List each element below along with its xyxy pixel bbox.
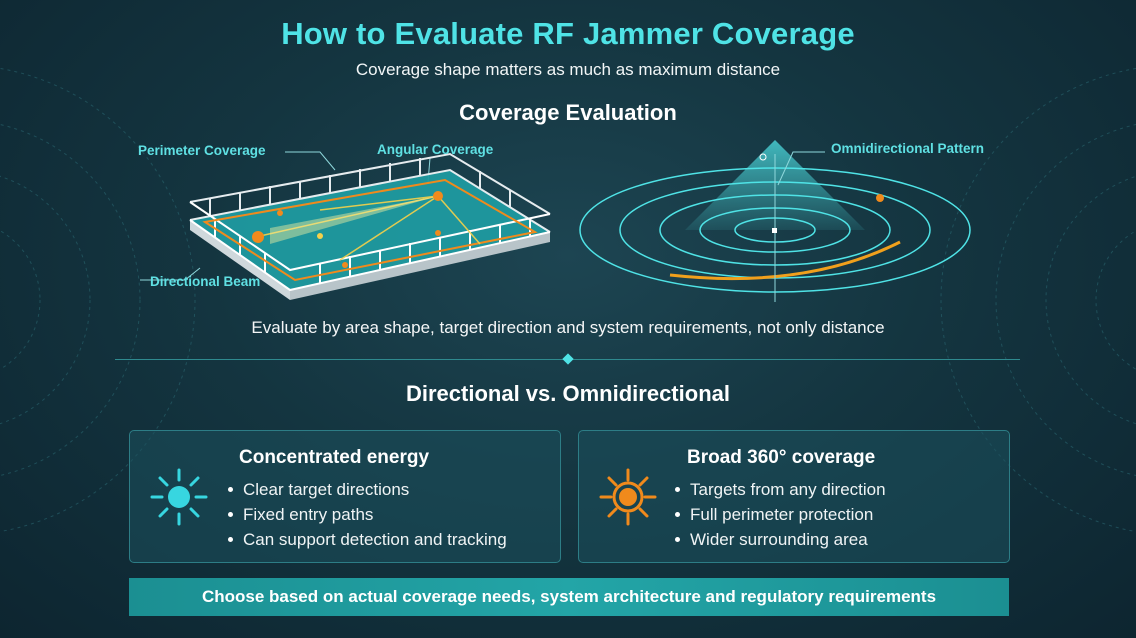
evaluation-text: Evaluate by area shape, target direction…	[251, 318, 885, 337]
footer-banner: Choose based on actual coverage needs, s…	[129, 578, 1009, 616]
directional-card: Concentrated energy Clear target directi…	[129, 430, 561, 563]
comparison-section-title: Directional vs. Omnidirectional	[406, 381, 730, 406]
list-item: Full perimeter protection	[675, 502, 886, 527]
card-title: Broad 360° coverage	[687, 447, 876, 468]
list-item: Wider surrounding area	[675, 527, 886, 552]
perimeter-coverage-callout: Perimeter Coverage	[138, 143, 266, 158]
coverage-section-title: Coverage Evaluation	[459, 100, 677, 125]
sun-icon	[150, 468, 208, 526]
omnidirectional-pattern-callout: Omnidirectional Pattern	[831, 141, 985, 156]
angular-coverage-callout: Angular Coverage	[377, 142, 494, 157]
omnidirectional-card: Broad 360° coverage Targets from any dir…	[578, 430, 1010, 563]
card-list: Clear target directions Fixed entry path…	[228, 477, 507, 552]
card-list: Targets from any direction Full perimete…	[675, 477, 886, 552]
directional-beam-callout: Directional Beam	[150, 274, 261, 289]
page-title: How to Evaluate RF Jammer Coverage	[281, 16, 855, 51]
card-title: Concentrated energy	[239, 447, 430, 468]
list-item: Targets from any direction	[675, 477, 886, 502]
list-item: Can support detection and tracking	[228, 527, 507, 552]
sun-icon	[599, 468, 657, 526]
omnidirectional-illustration	[579, 140, 971, 302]
list-item: Fixed entry paths	[228, 502, 507, 527]
perimeter-illustration	[140, 151, 551, 300]
list-item: Clear target directions	[228, 477, 507, 502]
page-subtitle: Coverage shape matters as much as maximu…	[355, 60, 781, 79]
